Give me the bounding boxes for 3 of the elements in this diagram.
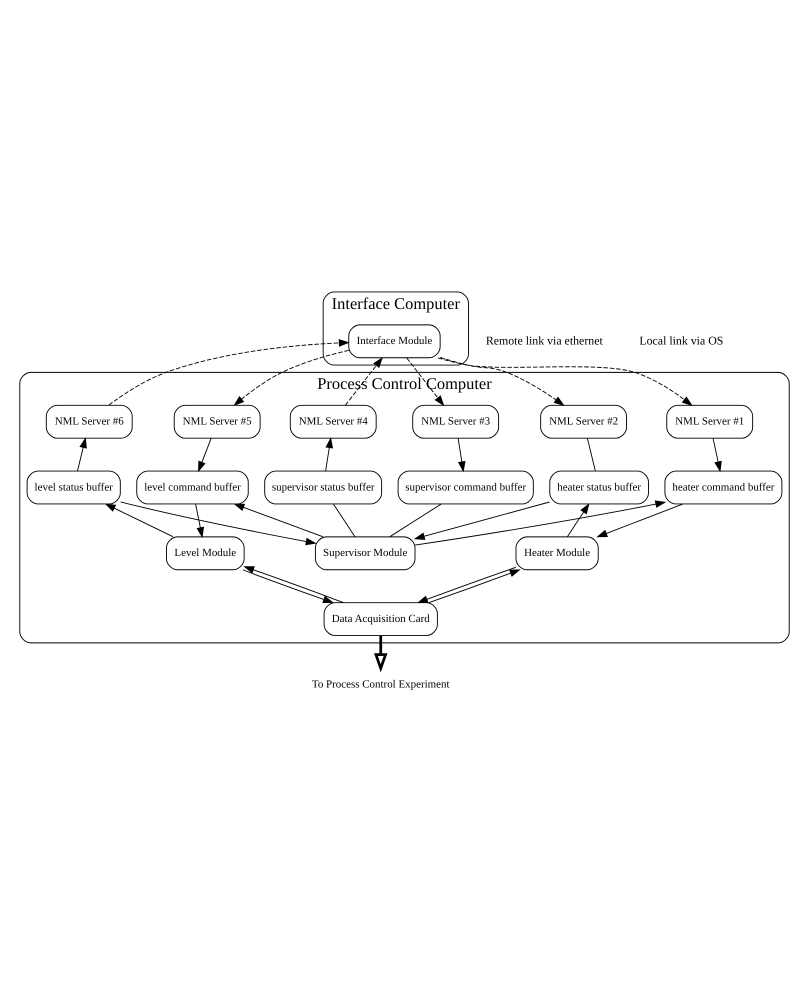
node-text: To Process Control Experiment [312,678,450,690]
label: Local link via OS [639,332,724,347]
label: Remote link via ethernet [486,332,603,347]
